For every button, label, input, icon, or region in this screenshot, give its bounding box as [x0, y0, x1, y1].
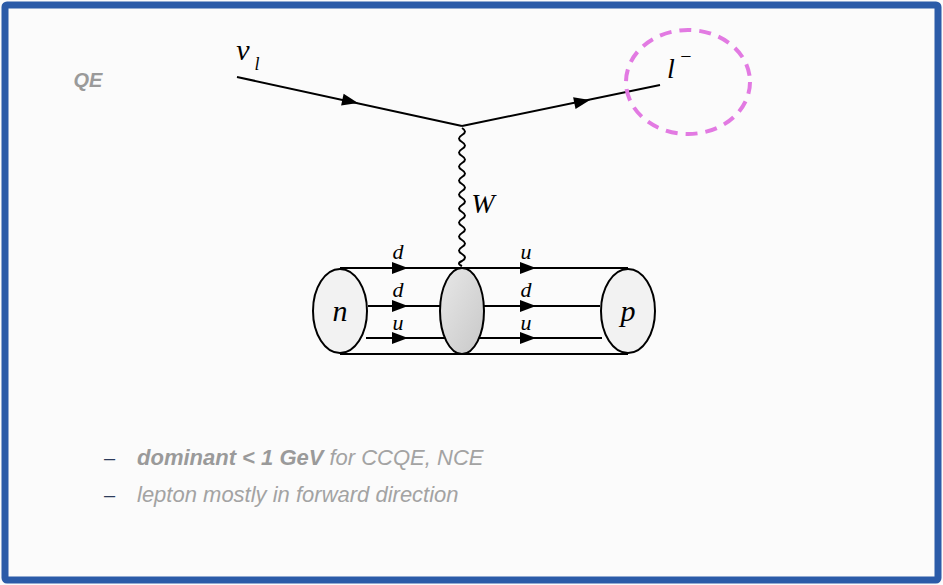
hadron-ellipse: n	[312, 268, 368, 354]
tube-edge	[340, 267, 628, 269]
quark-label: d	[393, 241, 404, 263]
quark-label: d	[521, 279, 532, 301]
particle-subscript: l	[254, 55, 259, 73]
arrowhead	[341, 94, 359, 109]
panel-tag: QE	[74, 70, 103, 90]
bullet-dash: –	[104, 485, 115, 505]
quark-label: u	[521, 241, 532, 263]
boson-label: W	[471, 190, 494, 218]
particle-symbol: l	[667, 55, 675, 83]
interaction-blob	[440, 268, 484, 354]
hadron-label: n	[333, 296, 348, 326]
bullet-text: for CCQE, NCE	[329, 447, 483, 469]
tube-edge	[340, 353, 628, 355]
quark-label: d	[393, 279, 404, 301]
hadron-label: p	[621, 296, 636, 326]
bullet-text: dominant < 1 GeV	[137, 447, 323, 469]
quark-label: u	[393, 312, 404, 334]
charge-superscript: −	[680, 46, 691, 66]
highlight-circle	[626, 30, 750, 134]
lepton-line	[462, 85, 660, 126]
quark-label: u	[521, 312, 532, 334]
panel-border	[5, 5, 938, 580]
bullet-text: lepton mostly in forward direction	[137, 484, 459, 506]
neutrino-line	[237, 77, 462, 126]
w-boson-line	[459, 128, 465, 266]
bullet-dash: –	[104, 448, 115, 468]
hadron-ellipse: p	[600, 268, 656, 354]
arrowhead	[573, 94, 591, 109]
particle-symbol: ν	[236, 35, 249, 65]
